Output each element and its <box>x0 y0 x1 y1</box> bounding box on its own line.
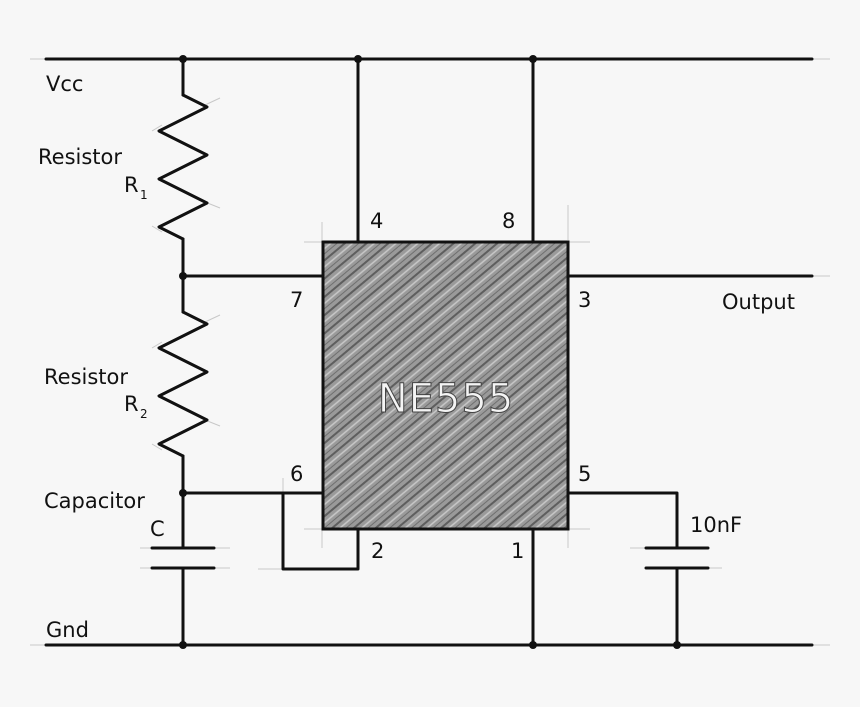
capacitor-10nf <box>644 546 710 570</box>
resistor1-letter: R <box>124 173 139 197</box>
capacitor-letter: C <box>150 517 165 541</box>
resistor2-label: Resistor <box>44 365 128 389</box>
resistor-r1 <box>157 57 209 278</box>
pin-8-label: 8 <box>502 209 515 233</box>
chip-name: NE555 <box>378 376 515 422</box>
resistor-r2 <box>157 274 209 495</box>
capacitor-label: Capacitor <box>44 489 145 513</box>
pin-7-label: 7 <box>290 288 303 312</box>
pin-2-label: 2 <box>371 539 384 563</box>
pin-3-label: 3 <box>578 288 591 312</box>
output-label: Output <box>722 290 795 314</box>
sketch-marks <box>30 58 830 646</box>
capacitor-c <box>150 546 216 570</box>
resistor2-subscript: 2 <box>140 407 148 421</box>
resistor1-subscript: 1 <box>140 188 148 202</box>
pin-6-label: 6 <box>290 462 303 486</box>
pin2-pin6-loop <box>281 491 360 571</box>
pin-4-label: 4 <box>370 209 383 233</box>
junction-dots <box>179 55 681 649</box>
pin5-wire <box>566 491 679 550</box>
gnd-label: Gnd <box>46 618 89 642</box>
pin-1-label: 1 <box>511 539 524 563</box>
pin-5-label: 5 <box>578 462 591 486</box>
vcc-label: Vcc <box>46 72 83 96</box>
ne555-chip: NE555 <box>321 240 570 531</box>
cap2-value-label: 10nF <box>690 513 742 537</box>
resistor1-label: Resistor <box>38 145 122 169</box>
resistor2-letter: R <box>124 392 139 416</box>
